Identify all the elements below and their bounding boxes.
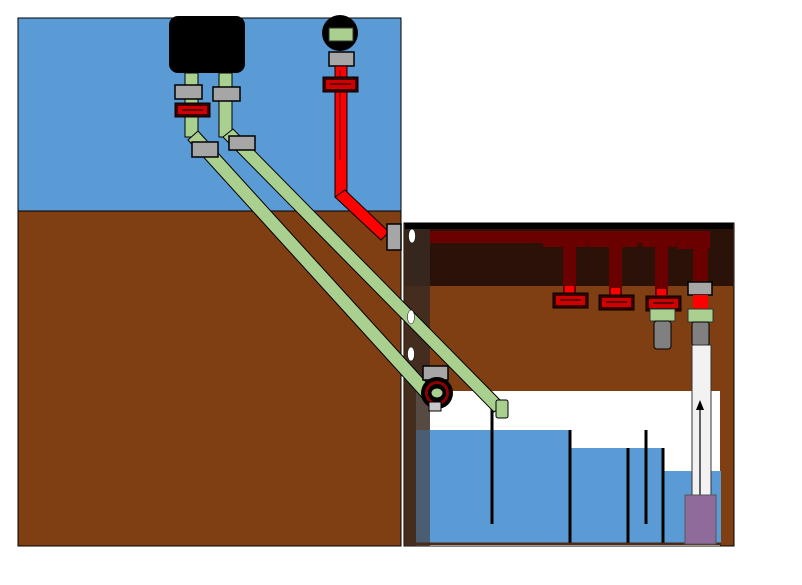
outlet-fitting-right bbox=[687, 281, 713, 296]
fitting-left-upper bbox=[174, 84, 203, 100]
manifold-drop-2 bbox=[609, 243, 622, 295]
green-pipe-drop-right bbox=[218, 72, 233, 138]
manifold-red-tip-2 bbox=[611, 288, 620, 296]
sensor-gauge-window bbox=[328, 27, 354, 42]
sensor-fitting bbox=[328, 51, 355, 67]
fitting-right-lower bbox=[228, 135, 256, 151]
outlet-valve-right bbox=[691, 321, 710, 346]
sump-block bbox=[684, 494, 717, 545]
tank-left-wall-lower bbox=[416, 430, 430, 544]
green-pipe-end-cap bbox=[495, 399, 509, 419]
up-arrow-icon bbox=[696, 400, 704, 410]
fitting-left-lower bbox=[191, 141, 219, 158]
collector-box-icon bbox=[169, 16, 245, 73]
manifold-drop-4 bbox=[693, 243, 708, 283]
manifold-drop-3 bbox=[655, 243, 668, 295]
manifold-red-tip-1 bbox=[565, 286, 574, 294]
port-upper-icon bbox=[408, 228, 416, 244]
water-compartment-2 bbox=[569, 448, 663, 544]
wall-entry-fitting bbox=[386, 223, 402, 251]
riser-tube bbox=[691, 344, 712, 501]
port-lower-icon bbox=[407, 346, 415, 362]
manifold-drop-1 bbox=[563, 243, 576, 293]
port-middle-icon bbox=[407, 309, 415, 325]
manifold-block-2 bbox=[588, 231, 638, 247]
outlet-valve-left bbox=[653, 320, 672, 350]
outlet-green-right bbox=[687, 308, 714, 323]
fitting-right-upper bbox=[212, 86, 241, 102]
outlet-red-right bbox=[693, 295, 708, 309]
outlet-green-left bbox=[649, 308, 676, 322]
manifold-red-tip-3 bbox=[657, 289, 666, 297]
soil-area bbox=[17, 210, 402, 547]
tank-top-edge bbox=[405, 223, 733, 229]
